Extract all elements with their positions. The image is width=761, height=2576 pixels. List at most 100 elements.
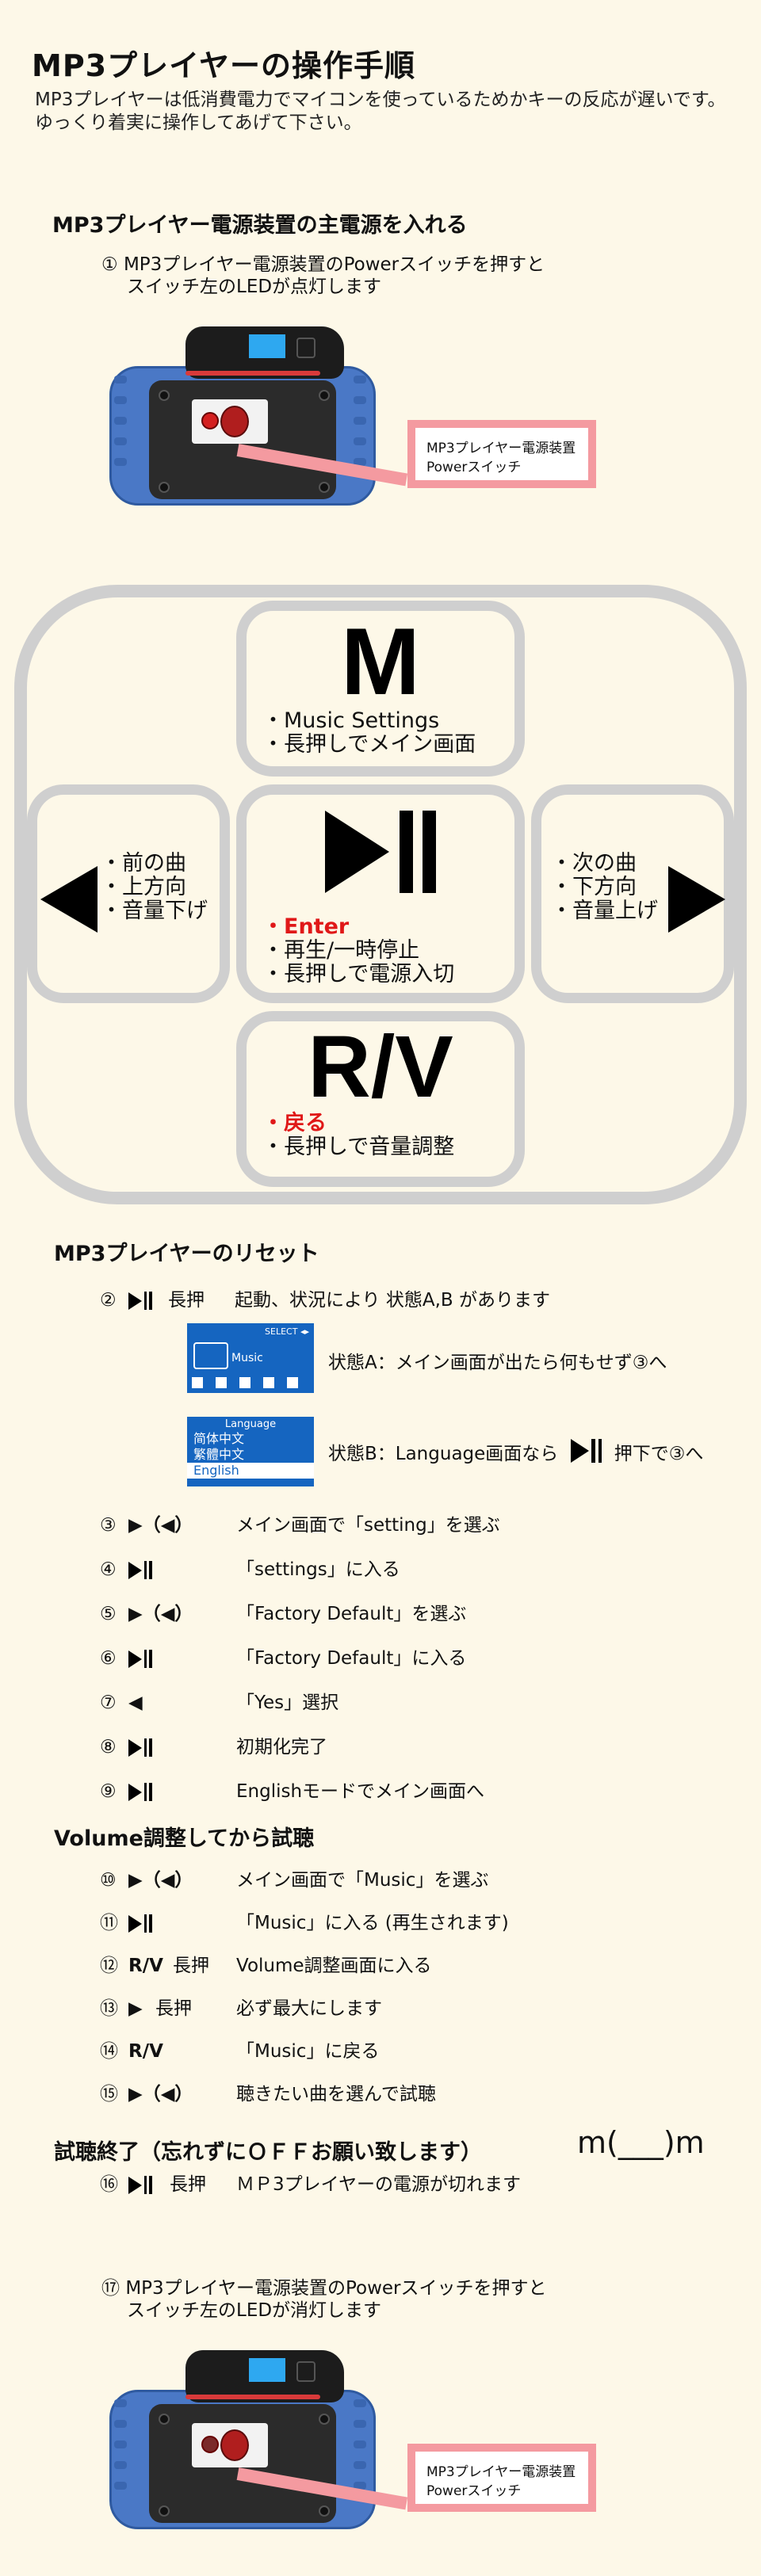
lcd-language-option: 繁體中文 — [193, 1447, 245, 1462]
callout-line-1: MP3プレイヤー電源装置 — [426, 2464, 576, 2480]
m-key-line-1: ・Music Settings — [262, 708, 440, 733]
step-number: ⑬ — [100, 1998, 118, 2019]
step-text: メイン画面で「setting」を選ぶ — [236, 1515, 500, 1536]
mp3-player-icon — [185, 2350, 344, 2402]
m-key-letter: M — [341, 609, 420, 715]
device-grip-right — [354, 2399, 366, 2510]
state-b-note: 状態B：Language画面なら 押下で③へ — [328, 1439, 756, 1466]
device-grip-right — [354, 376, 366, 487]
lcd-language-screen: Language 简体中文 繁體中文 English — [187, 1417, 314, 1486]
list-item: ⑭ R/V 「Music」に戻る — [0, 2040, 761, 2063]
device-grip-left — [114, 2399, 127, 2510]
step-number: ③ — [100, 1515, 117, 1536]
play-pause-icon — [128, 1783, 152, 1801]
center-key-line-3: ・長押しで電源入切 — [262, 962, 455, 987]
rv-key: R/V ・戻る ・長押しで音量調整 — [236, 1011, 525, 1187]
play-pause-icon — [128, 1738, 152, 1757]
step-text: 初期化完了 — [236, 1737, 327, 1757]
screw-icon — [319, 2414, 330, 2425]
list-item: ⑪ 「Music」に入る (再生されます) — [0, 1911, 761, 1935]
rv-key-line-2: ・長押しで音量調整 — [262, 1135, 455, 1159]
callout-line-2: Powerスイッチ — [426, 2483, 522, 2499]
step-1-text-2: スイッチ左のLEDが点灯します — [127, 277, 382, 297]
step-1-number: ① — [101, 254, 118, 275]
left-key-line-3: ・音量下げ — [101, 899, 208, 923]
step-number: ⑤ — [100, 1604, 117, 1624]
step-17: ⑰ MP3プレイヤー電源装置のPowerスイッチを押すと スイッチ左のLEDが消… — [101, 2277, 547, 2322]
list-item: ⑬ ▶ 長押 必ず最大にします — [0, 1997, 761, 2021]
step-symbol: ▶（◀） — [128, 1604, 193, 1624]
list-item: ⑨ Englishモードでメイン画面へ — [0, 1780, 761, 1803]
step-16-number: ⑯ — [100, 2174, 118, 2195]
step-text: 「Factory Default」に入る — [236, 1648, 467, 1669]
state-b-text-2: 押下で③へ — [614, 1444, 704, 1464]
step-hold: 長押 — [173, 1956, 209, 1976]
center-key-line-2: ・再生/一時停止 — [262, 938, 420, 963]
step-hold: 長押 — [155, 1998, 192, 2019]
reset-heading: MP3プレイヤーのリセット — [54, 1242, 319, 1266]
screw-icon — [159, 390, 170, 401]
right-key-line-1: ・次の曲 — [551, 851, 637, 876]
power-device-illustration — [97, 2350, 390, 2529]
step-2-hold: 長押 — [168, 1290, 205, 1311]
power-led-icon — [201, 2436, 219, 2453]
step-symbol: R/V — [128, 2041, 163, 2062]
step-16-text: ＭＰ3プレイヤーの電源が切れます — [236, 2174, 521, 2195]
power-switch-icon — [220, 2429, 249, 2461]
screw-icon — [159, 482, 170, 493]
screw-icon — [159, 2505, 170, 2517]
power-device-illustration — [97, 326, 390, 506]
step-number: ⑩ — [100, 1870, 117, 1891]
m-key-line-2: ・長押しでメイン画面 — [262, 732, 476, 757]
step-symbol: ▶ — [128, 1998, 143, 2019]
left-key: ・前の曲 ・上方向 ・音量下げ — [27, 784, 230, 1003]
step-17-text-2: スイッチ左のLEDが消灯します — [127, 2300, 382, 2321]
step-1-text-1: MP3プレイヤー電源装置のPowerスイッチを押すと — [123, 254, 545, 275]
lcd-language-option-selected: English — [187, 1463, 314, 1479]
lcd-music-label: Music — [231, 1352, 263, 1364]
mp3-player-icon — [185, 326, 344, 379]
play-pause-icon — [128, 1292, 152, 1310]
power-switch-callout: MP3プレイヤー電源装置 Powerスイッチ — [407, 420, 596, 488]
step-number: ⑫ — [100, 1956, 118, 1976]
step-symbol: ▶（◀） — [128, 1870, 193, 1891]
step-text: 「Factory Default」を選ぶ — [236, 1604, 467, 1624]
power-switch-icon — [220, 406, 249, 437]
step-16-hold: 長押 — [170, 2174, 206, 2195]
screw-icon — [159, 2414, 170, 2425]
bow-emoticon: m(___)m — [577, 2125, 705, 2160]
step-text: 「settings」に入る — [236, 1559, 400, 1580]
step-symbol: ◀ — [128, 1693, 143, 1713]
list-item: ⑥ 「Factory Default」に入る — [0, 1647, 761, 1670]
step-text: Volume調整画面に入る — [236, 1956, 432, 1976]
step-symbol: ▶（◀） — [128, 2084, 193, 2105]
left-key-line-2: ・上方向 — [101, 875, 186, 899]
step-text: 「Music」に戻る — [236, 2041, 380, 2062]
volume-heading: Volume調整してから試聴 — [54, 1826, 315, 1851]
list-item: ⑦ ◀ 「Yes」選択 — [0, 1691, 761, 1715]
step-number: ⑪ — [100, 1913, 118, 1933]
enter-label: ・Enter — [262, 914, 350, 939]
step-2-text: 起動、状況により 状態A,B があります — [235, 1290, 550, 1311]
list-item: ⑧ 初期化完了 — [0, 1735, 761, 1759]
play-pause-icon — [128, 1561, 152, 1579]
right-key-line-2: ・下方向 — [551, 875, 637, 899]
left-arrow-icon — [40, 866, 98, 933]
list-item: ⑤ ▶（◀） 「Factory Default」を選ぶ — [0, 1602, 761, 1626]
list-item: ③ ▶（◀） メイン画面で「setting」を選ぶ — [0, 1513, 761, 1537]
step-number: ⑧ — [100, 1737, 117, 1757]
step-number: ⑥ — [100, 1648, 117, 1669]
power-led-icon — [201, 412, 219, 429]
step-2-number: ② — [100, 1290, 117, 1311]
controller-diagram — [14, 585, 747, 1204]
list-item: ⑩ ▶（◀） メイン画面で「Music」を選ぶ — [0, 1868, 761, 1892]
play-pause-icon — [247, 811, 514, 906]
step-number: ⑭ — [100, 2041, 118, 2062]
play-pause-icon — [128, 1650, 152, 1668]
list-item: ⑮ ▶（◀） 聴きたい曲を選んで試聴 — [0, 2082, 761, 2106]
right-key-line-3: ・音量上げ — [551, 899, 658, 923]
lcd-main-screen: SELECT ◂▸ Music — [187, 1323, 314, 1393]
step-text: Englishモードでメイン画面へ — [236, 1781, 485, 1802]
right-key: ・次の曲 ・下方向 ・音量上げ — [531, 784, 734, 1003]
step-number: ⑮ — [100, 2084, 118, 2105]
